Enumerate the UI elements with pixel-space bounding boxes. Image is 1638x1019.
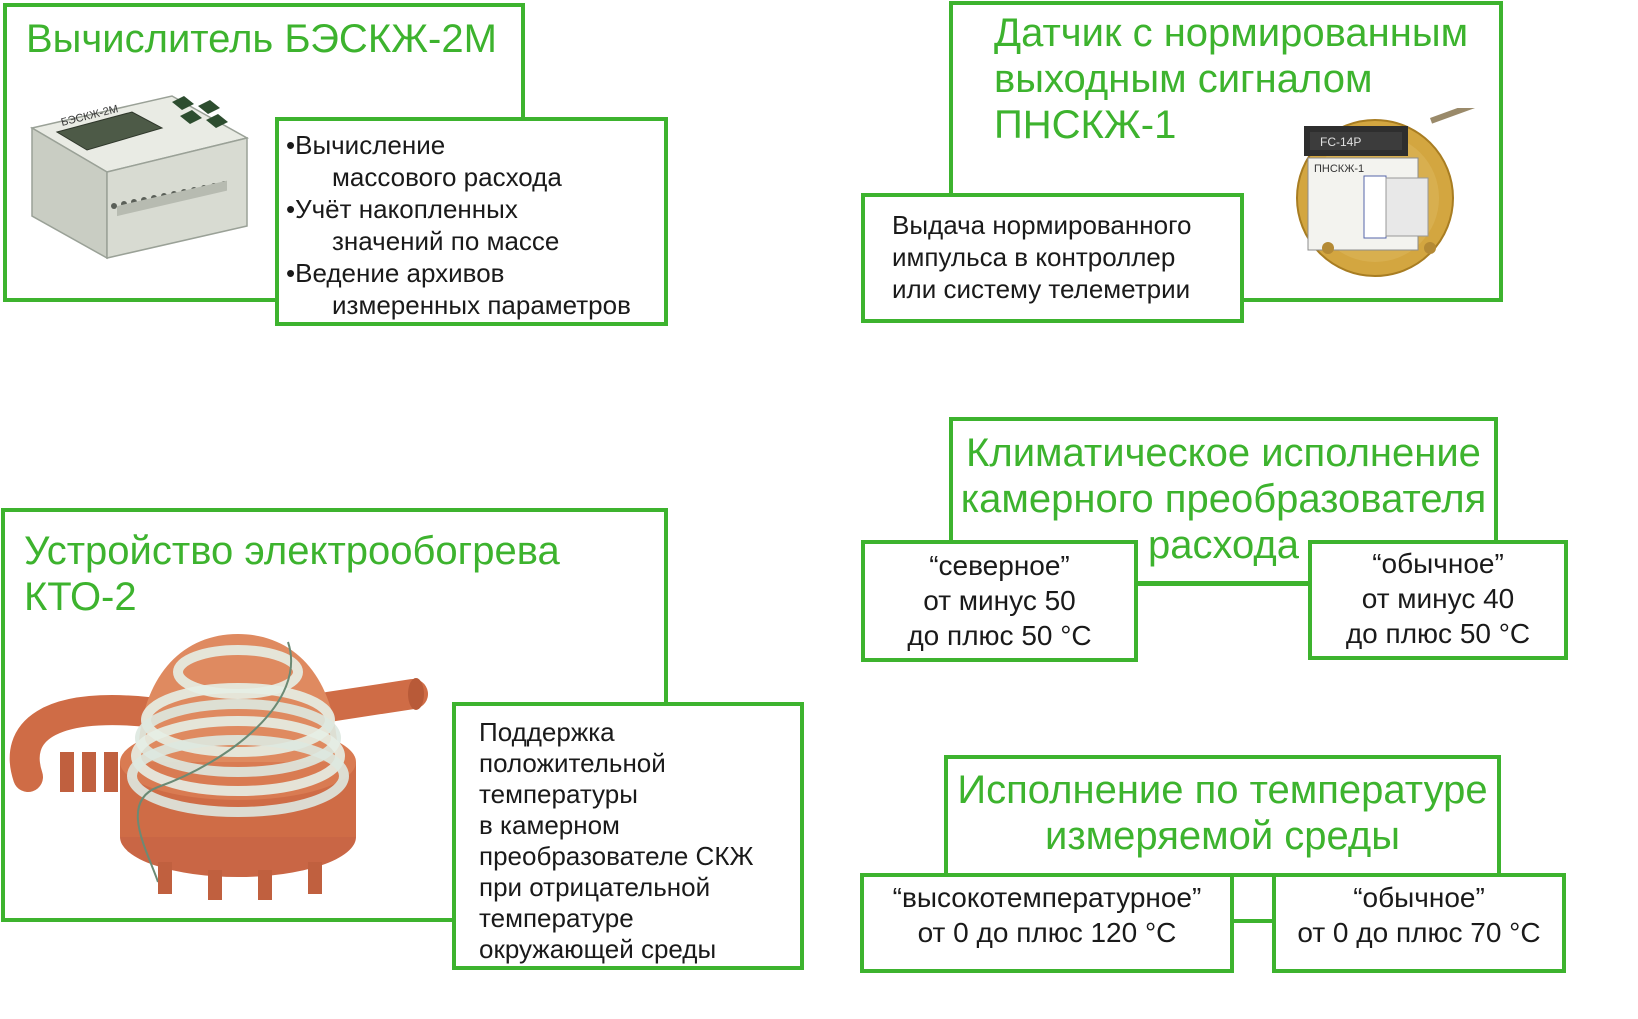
climate-north: “северное” от минус 50 до плюс 50 °С [907,550,1092,651]
feature-item: •Учёт накопленных значений по массе [286,194,560,256]
heater-title: Устройство электрообогрева КТО-2 [24,529,560,619]
feature-item: •Ведение архивов измеренных параметров [286,258,631,320]
temperature-connector-line [1232,919,1276,923]
temperature-title: Исполнение по температуре измеряемой сре… [957,768,1488,858]
calculator-device-image: БЭСКЖ-2М [29,95,250,260]
climate-normal-box [1308,540,1568,660]
calculator-features-box [275,117,668,326]
heater-description-box [452,702,804,970]
feature-item: •Вычисление массового расхода [286,130,562,192]
calculator-title: Вычислитель БЭСКЖ-2М [26,17,497,61]
temperature-normal: “обычное” от 0 до плюс 70 °С [1297,882,1541,948]
heater-device-image [9,634,428,900]
climate-normal: “обычное” от минус 40 до плюс 50 °С [1345,548,1531,649]
sensor-title: Датчик с нормированным выходным сигналом… [994,11,1469,147]
sensor-device-image: FC-14P ПНСКЖ-1 [1296,108,1481,277]
temperature-high: “высокотемпературное” от 0 до плюс 120 °… [892,882,1202,948]
device-buttons [172,96,228,128]
calculator-features-list: •Вычисление массового расхода •Учёт нако… [286,129,631,321]
climate-title: Климатическое исполнение камерного преоб… [960,431,1487,567]
sensor-description: Выдача нормированного импульса в контрол… [892,210,1192,304]
climate-north-box [861,540,1138,662]
temperature-high-box [860,873,1234,973]
heater-description: Поддержка положительной температуры в ка… [479,717,754,964]
plate-label: ПНСКЖ-1 [1314,163,1364,175]
connector-label: FC-14P [1320,135,1361,149]
temperature-normal-box [1272,873,1566,973]
sensor-description-box [861,193,1244,323]
